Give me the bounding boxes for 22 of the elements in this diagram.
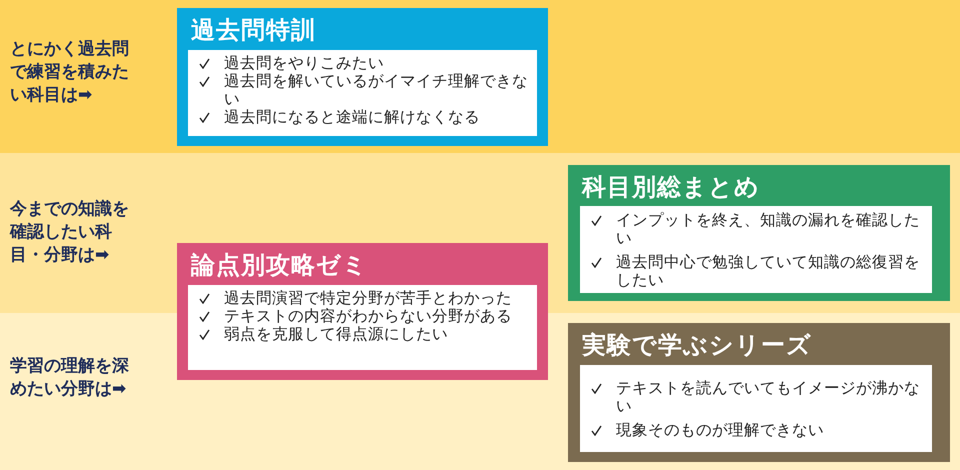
course-title: 科目別総まとめ — [582, 172, 760, 203]
course-card — [568, 165, 950, 301]
row-band — [0, 0, 960, 153]
checklist-item: 弱点を克服して得点源にしたい — [224, 325, 448, 343]
checklist-item: テキストの内容がわからない分野がある — [224, 307, 512, 325]
course-card — [177, 8, 548, 146]
course-title: 実験で学ぶシリーズ — [582, 330, 812, 361]
checklist-item: テキストを読んでいてもイメージが沸かない — [616, 378, 921, 414]
checklist-item: 過去問演習で特定分野が苦手とわかった — [224, 289, 512, 307]
course-card — [177, 243, 548, 380]
course-title: 過去問特訓 — [191, 15, 316, 46]
checklist-item: 過去問になると途端に解けなくなる — [224, 108, 480, 126]
checklist-item: 過去問中心で勉強していて知識の総復習をしたい — [616, 252, 921, 288]
checklist-item: 現象そのものが理解できない — [616, 420, 824, 438]
row-label: 学習の理解を深めたい分野は➡ — [10, 355, 130, 401]
checklist-item: 過去問を解いているがイマイチ理解できない — [224, 72, 529, 108]
course-title: 論点別攻略ゼミ — [191, 250, 368, 281]
checklist-item: 過去問をやりこみたい — [224, 54, 384, 72]
course-card — [568, 323, 950, 462]
row-label: とにかく過去問で練習を積みたい科目は➡ — [10, 38, 130, 107]
row-label: 今までの知識を確認したい科目・分野は➡ — [10, 198, 130, 267]
checklist-item: インプットを終え、知識の漏れを確認したい — [616, 210, 921, 246]
